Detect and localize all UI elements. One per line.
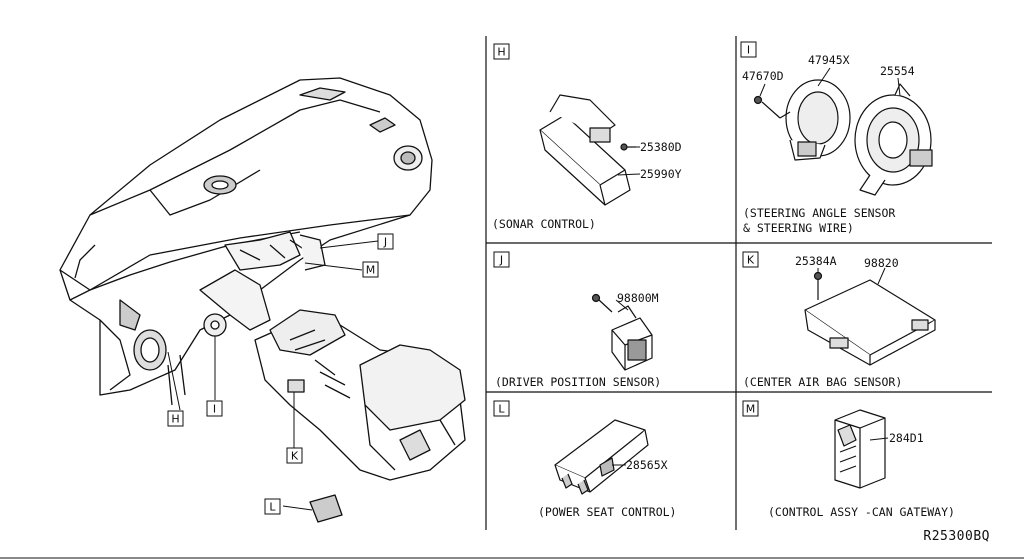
panel-k-letter: K [747, 254, 755, 267]
panel-i-leaders [759, 67, 901, 97]
panel-j-letter-box [493, 251, 510, 268]
panel-l-caption: (POWER SEAT CONTROL) [538, 505, 676, 519]
part-98800m: 98800M [617, 291, 659, 305]
panel-i-letter-box [740, 41, 757, 58]
overview-callout-m: M [362, 261, 379, 278]
panel-l-letter-box [493, 400, 510, 417]
svg-text:K: K [291, 450, 299, 463]
part-284d1: 284D1 [889, 431, 924, 445]
overview-callout-j: J [377, 233, 394, 250]
panel-j: J 98800M (DRIVER POSITION SENSOR) [493, 251, 661, 389]
panel-k-letter-box [742, 251, 759, 268]
panel-i-caption-line2: & STEERING WIRE) [743, 221, 854, 235]
driver-position-sensor-drawing [591, 293, 653, 371]
power-seat-control-drawing [554, 419, 649, 495]
overview-callout-h: H [167, 410, 184, 427]
diagram-reference-code: R25300BQ [923, 529, 990, 544]
svg-text:I: I [213, 403, 216, 416]
steering-angle-sensor-drawing [753, 79, 851, 161]
overview-callout-k: K [286, 447, 303, 464]
overview-callout-l: L [264, 498, 281, 515]
panel-k-caption: (CENTER AIR BAG SENSOR) [743, 375, 902, 389]
panel-l: L 28565X (POWER SEAT CONTROL) [493, 400, 676, 519]
panel-j-caption: (DRIVER POSITION SENSOR) [495, 375, 661, 389]
panel-i: I 47670D 47945X 25554 (STEERING ANGLE SE… [740, 41, 933, 235]
overview-callout-i: I [206, 400, 223, 417]
svg-text:H: H [171, 413, 179, 426]
can-gateway-drawing [834, 409, 886, 489]
part-98820: 98820 [864, 256, 899, 270]
panel-k-leaders [817, 267, 886, 285]
panel-h-letter-box [493, 43, 510, 60]
part-25990y: 25990Y [640, 167, 682, 181]
svg-text:M: M [366, 264, 376, 277]
panel-m-leaders [869, 437, 889, 441]
panel-j-leaders [615, 299, 629, 311]
panel-m: M 284D1 (CONTROL ASSY -CAN GATEWAY) [742, 400, 955, 519]
panel-m-letter-box [742, 400, 759, 417]
part-47670d: 47670D [742, 69, 784, 83]
dashboard-overview-drawing [59, 77, 466, 523]
part-25380d: 25380D [640, 140, 682, 154]
part-28565x: 28565X [626, 458, 668, 472]
part-25384a: 25384A [795, 254, 837, 268]
panel-j-letter: J [499, 254, 503, 267]
overview-leader-lines [167, 240, 379, 511]
panel-i-letter: I [747, 44, 750, 57]
part-47945x: 47945X [808, 53, 850, 67]
part-25554: 25554 [880, 64, 915, 78]
panel-m-caption: (CONTROL ASSY -CAN GATEWAY) [768, 505, 955, 519]
panel-l-letter: L [498, 403, 505, 416]
panel-h-caption: (SONAR CONTROL) [492, 217, 596, 231]
panel-h-leaders [617, 146, 641, 176]
panel-h: H 25380D 25990Y (SONAR CONTROL) [492, 43, 682, 231]
steering-wire-drawing [854, 83, 933, 196]
sonar-control-unit-drawing [539, 94, 636, 206]
panel-i-caption-line1: (STEERING ANGLE SENSOR [743, 206, 895, 220]
panel-h-letter: H [497, 46, 505, 59]
panel-grid [0, 36, 1024, 559]
svg-text:J: J [383, 236, 387, 249]
panel-m-letter: M [746, 403, 756, 416]
center-air-bag-sensor-drawing [804, 271, 936, 366]
panel-k: K 25384A 98820 (CENTER AIR BAG SENSOR) [742, 251, 936, 389]
svg-text:L: L [269, 501, 276, 514]
